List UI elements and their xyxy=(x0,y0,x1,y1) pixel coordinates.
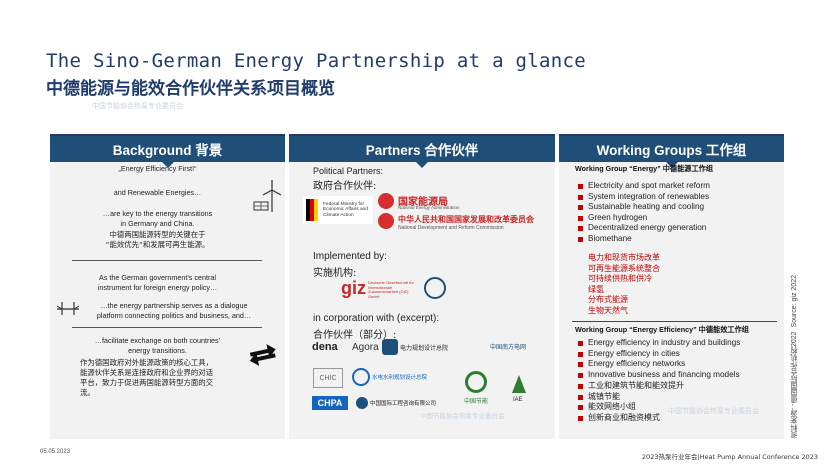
list-item: 绿氢 xyxy=(588,284,604,294)
bg-p3-line1: …facilitate exchange on both countries’ xyxy=(94,336,221,345)
csg-logo: 中国南方电网 xyxy=(490,344,527,351)
political-partners-label-cn: 政府合作伙伴: xyxy=(313,181,377,192)
bg-p3-line2: energy transitions. xyxy=(128,346,187,355)
heading-arrow xyxy=(665,162,678,168)
exchange-arrows-icon xyxy=(248,342,278,366)
list-item: Green hydrogen xyxy=(577,213,710,224)
wg-energy-heading: Working Group “Energy” 中德能源工作组 xyxy=(575,164,714,173)
watermark-text: 中国节能协会热泵专业委员会 xyxy=(668,408,759,415)
list-item: 分布式能源 xyxy=(588,295,628,305)
iae-icon xyxy=(512,375,526,393)
list-item: Energy efficiency in industry and buildi… xyxy=(577,338,740,349)
bg-p1-cn2: “能效优先”和发展可再生能源。 xyxy=(105,240,210,249)
list-item: 电力和现货市场改革 xyxy=(588,253,660,262)
bg-p2-line3: …the energy partnership serves as a dial… xyxy=(100,301,248,310)
iae-logo: IAE xyxy=(513,397,523,403)
wg-efficiency-list-en: Energy efficiency in industry and buildi… xyxy=(577,338,740,380)
ces-icon xyxy=(465,371,487,393)
ndrc-logo: 中华人民共和国国家发展和改革委员会 xyxy=(398,215,534,224)
bg-p2-line4: platform connecting politics and busines… xyxy=(96,311,252,320)
emblem-icon xyxy=(424,277,446,299)
water-logo: 水电水利规划设计总院 xyxy=(372,375,428,381)
implemented-by-label-cn: 实施机构: xyxy=(313,268,357,279)
bg-p1-line4: in Germany and China. xyxy=(120,219,195,228)
working-groups-panel: Working Groups 工作组 xyxy=(559,134,784,439)
watermark-text: 中国节能协会热泵专业委员会 xyxy=(420,413,505,420)
cie-logo: 中国国际工程咨询有限公司 xyxy=(370,401,437,407)
eppei-logo: 电力规划设计总院 xyxy=(400,345,449,352)
giz-logo-sub: Deutsche Gesellschaft für Internationale… xyxy=(368,280,414,299)
divider xyxy=(572,321,777,322)
divider xyxy=(72,260,262,261)
divider xyxy=(72,327,262,328)
list-item: 能效网络小组 xyxy=(577,402,684,413)
dena-logo: dena xyxy=(312,341,338,353)
footer-conference: 2023热泵行业年会|Heat Pump Annual Conference 2… xyxy=(641,453,818,461)
wg-energy-list-cn: 电力和现货市场改革 可再生能源系统整合 可持续供热和供冷 绿氢 分布式能源 生物… xyxy=(588,253,660,317)
list-item: Energy efficiency networks xyxy=(577,359,740,370)
background-heading: Background 背景 xyxy=(50,136,285,162)
list-item: 工业和建筑节能和能效提升 xyxy=(577,381,684,392)
page-title-cn: 中德能源与能效合作伙伴关系项目概览 xyxy=(46,79,335,99)
bg-p3-cn3: 平台，致力于促进两国能源转型方面的交 xyxy=(80,378,214,387)
nea-logo-sub: National Energy Administration xyxy=(398,205,460,210)
nea-logo: 国家能源局 xyxy=(398,197,448,208)
bg-p1-line3: …are key to the energy transitions xyxy=(102,209,213,218)
wg-efficiency-heading: Working Group “Energy Efficiency” 中德能效工作… xyxy=(575,325,749,334)
bg-p1-line1: „Energy Efficiency First!“ xyxy=(118,164,197,173)
list-item: 城镇节能 xyxy=(577,392,684,403)
source-note: 资料来源：德国国际合作机构2022 Source: giz 2022 xyxy=(791,274,798,438)
page-title-en: The Sino-German Energy Partnership at a … xyxy=(46,50,586,72)
list-item: Electricity and spot market reform xyxy=(577,181,710,192)
heading-arrow xyxy=(161,162,174,168)
list-item: 创新商业和融资模式 xyxy=(577,413,684,424)
bg-p3-cn4: 流。 xyxy=(80,388,95,397)
china-emblem-icon xyxy=(378,193,394,209)
bridge-icon xyxy=(56,300,80,316)
bmwk-logo: Federal Ministry for Economic Affairs an… xyxy=(303,196,373,224)
bg-p2-line1: As the German government’s central xyxy=(99,273,216,282)
wg-efficiency-list-cn: 工业和建筑节能和能效提升 城镇节能 能效网络小组 创新商业和融资模式 xyxy=(577,381,684,423)
wind-turbine-solar-icon xyxy=(252,178,284,214)
chpa-logo: CHPA xyxy=(312,396,348,410)
wg-energy-list-en: Electricity and spot market reform Syste… xyxy=(577,181,710,245)
bg-p3-cn1: 作为德国政府对外能源政策的核心工具， xyxy=(80,358,214,367)
list-item: Energy efficiency in cities xyxy=(577,349,740,360)
giz-logo: giz xyxy=(341,278,366,298)
list-item: Decentralized energy generation xyxy=(577,223,710,234)
agora-logo: Agora xyxy=(352,342,379,353)
corporation-label: in corporation with (excerpt): xyxy=(313,313,440,324)
ces-logo: 中国节能 xyxy=(464,398,489,405)
list-item: Sustainable heating and cooling xyxy=(577,202,710,213)
chic-logo: CHIC xyxy=(313,368,343,388)
ndrc-logo-sub: National Development and Reform Commissi… xyxy=(398,225,504,231)
list-item: 生物天然气 xyxy=(588,305,628,315)
background-panel: Background 背景 xyxy=(50,134,285,439)
china-emblem-icon xyxy=(378,213,394,229)
bg-p2-line2: instrument for foreign energy policy… xyxy=(97,283,218,292)
list-item: 可持续供热和供冷 xyxy=(588,274,652,284)
implemented-by-label: Implemented by: xyxy=(313,251,387,262)
bg-p3-cn2: 能源伙伴关系是连接政府和企业界的对话 xyxy=(80,368,214,377)
partners-heading: Partners 合作伙伴 xyxy=(289,136,555,162)
footer-date: 05.05.2023 xyxy=(40,449,71,455)
partners-panel: Partners 合作伙伴 xyxy=(289,134,555,439)
list-item: Innovative business and financing models xyxy=(577,370,740,381)
eppei-icon xyxy=(382,339,398,355)
cie-icon xyxy=(356,397,368,409)
water-logo-icon xyxy=(352,368,370,386)
list-item: System integration of renewables xyxy=(577,192,710,203)
bg-p1-cn1: 中德两国能源转型的关键在于 xyxy=(109,230,206,239)
bg-p1-line2: and Renewable Energies… xyxy=(113,188,202,197)
working-groups-heading: Working Groups 工作组 xyxy=(559,136,784,162)
list-item: 可再生能源系统整合 xyxy=(588,263,660,273)
corporation-label-cn: 合作伙伴（部分）: xyxy=(313,330,397,341)
heading-arrow xyxy=(416,162,428,168)
political-partners-label: Political Partners: xyxy=(313,166,384,176)
watermark-text: 中国节能协会热泵专业委员会 xyxy=(92,103,183,110)
list-item: Biomethane xyxy=(577,234,710,245)
